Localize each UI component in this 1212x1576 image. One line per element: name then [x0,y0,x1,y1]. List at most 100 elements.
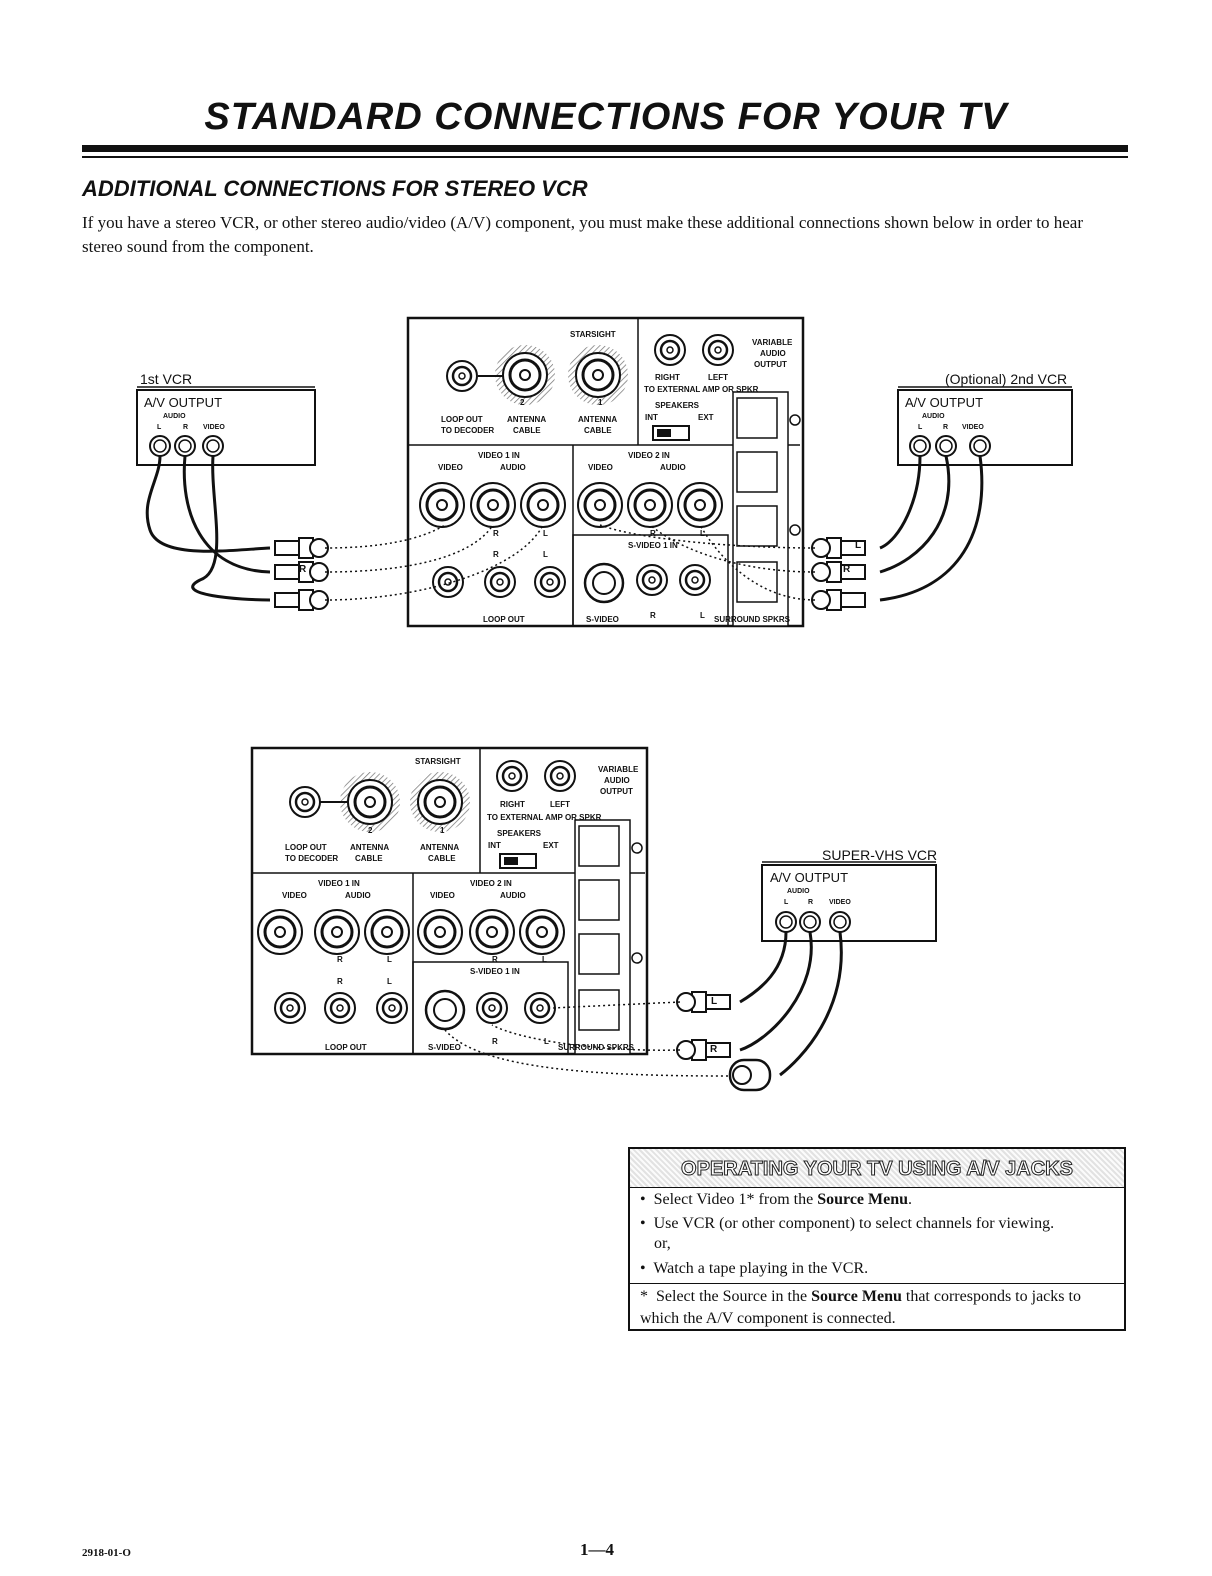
right-label-2: RIGHT [500,800,525,809]
to-decoder-label: TO DECODER [441,426,494,435]
r-label-2: R [650,529,656,538]
cable-label-3: CABLE [355,854,383,863]
video-label-2: VIDEO [588,463,613,472]
vcr1-l: L [157,424,162,431]
svhs-plug-r: R [710,1044,718,1055]
l-label-4: L [387,955,392,964]
svhs-av-output: A/V OUTPUT [770,870,849,885]
vcr2-l: L [918,424,923,431]
vcr2-video: VIDEO [962,424,984,431]
to-decoder-label-2: TO DECODER [285,854,338,863]
item1-bold: Source Menu [817,1191,909,1208]
svhs-vcr-box [761,861,937,942]
cable-label-1: CABLE [584,426,612,435]
r-label-6: R [492,1037,498,1046]
tv-back-panel-1: STARSIGHT VARIABLE AUDIO OUTPUT RIGHT LE… [406,316,805,628]
to-external-label-2: TO EXTERNAL AMP OR SPKR [487,813,602,822]
note-post: that corresponds to jacks to which the A… [640,1288,1081,1327]
plug-r-label-right: R [843,564,851,575]
section-heading: ADDITIONAL CONNECTIONS FOR STEREO VCR [82,176,588,201]
video-label-4: VIDEO [430,891,455,900]
footer-code: 2918-01-O [82,1547,131,1559]
cables-svhs [739,931,843,1077]
svideo1-in-label: S-VIDEO 1 IN [628,541,678,550]
antenna-label-1: ANTENNA [578,415,617,424]
operating-item-1: • Select Video 1* from the Source Menu. [640,1189,912,1211]
operating-box-header: OPERATING YOUR TV USING A/V JACKS [630,1149,1124,1188]
audio-bracket-4: AUDIO [500,891,526,900]
loop-out-label-4: LOOP OUT [325,1043,367,1052]
int-label: INT [645,413,658,422]
left-label: LEFT [708,373,728,382]
bullet: • [640,1215,646,1232]
output-label-2: OUTPUT [600,787,633,796]
loop-out-label: LOOP OUT [441,415,483,424]
number-2b: 2 [368,826,373,835]
r-label-1b: R [493,550,499,559]
antenna-label-4: ANTENNA [420,843,459,852]
starsight-label: STARSIGHT [570,330,616,339]
l-label-5: L [542,955,547,964]
audio-bracket-1: AUDIO [500,463,526,472]
tv-back-panel-2: STARSIGHT VARIABLE AUDIO OUTPUT RIGHT LE… [250,746,649,1056]
vcr2-audio: AUDIO [922,413,945,420]
svideo-label-2: S-VIDEO [428,1043,461,1052]
note-bold: Source Menu [811,1288,902,1305]
vcr1-video: VIDEO [203,424,225,431]
variable-label: VARIABLE [752,338,793,347]
video2-in-label: VIDEO 2 IN [628,451,670,460]
operating-item-2: • Use VCR (or other component) to select… [640,1213,1054,1235]
loop-out-label-3: LOOP OUT [285,843,327,852]
operating-or: or, [654,1235,671,1252]
output-label: OUTPUT [754,360,787,369]
dotted-paths-svhs [444,1001,729,1077]
speakers-label-2: SPEAKERS [497,829,542,838]
r-label-4: R [337,955,343,964]
int-label-2: INT [488,841,501,850]
surround-label: SURROUND SPKRS [714,615,791,624]
svhs-r: R [808,899,814,906]
svhs-video: VIDEO [829,899,851,906]
title-rule [82,145,1128,152]
vcr2-box [897,386,1073,466]
number-1: 1 [598,398,603,407]
cables-vcr2 [879,455,984,602]
r-label-1: R [493,529,499,538]
r-label-5: R [492,955,498,964]
l-label-1: L [543,529,548,538]
svhs-plug-l: L [711,996,718,1007]
variable-label-2: VARIABLE [598,765,639,774]
r-label-3: R [650,611,656,620]
l-label-3: L [700,611,705,620]
diagram-super-vhs: STARSIGHT VARIABLE AUDIO OUTPUT RIGHT LE… [250,746,937,1092]
bullet: • [640,1191,646,1208]
to-external-label: TO EXTERNAL AMP OR SPKR [644,385,759,394]
l-label-6: L [544,1037,549,1046]
audio-bracket-2: AUDIO [660,463,686,472]
cables-vcr1 [145,455,271,602]
audio-bracket-3: AUDIO [345,891,371,900]
loop-out-label-2: LOOP OUT [483,615,525,624]
item1-post: . [908,1191,913,1208]
item1-pre: Select Video 1* from the [653,1191,818,1208]
video2-in-label-2: VIDEO 2 IN [470,879,512,888]
video-label-3: VIDEO [282,891,307,900]
operating-box: OPERATING YOUR TV USING A/V JACKS • Sele… [628,1147,1126,1331]
vcr1-r: R [183,424,189,431]
operating-item-3: • Watch a tape playing in the VCR. [640,1258,868,1280]
operating-note: * Select the Source in the Source Menu t… [640,1286,1110,1330]
page-number: 1—4 [580,1540,614,1559]
operating-divider [630,1283,1124,1284]
video1-in-label-2: VIDEO 1 IN [318,879,360,888]
antenna-label-2: ANTENNA [507,415,546,424]
cable-label-4: CABLE [428,854,456,863]
dotted-paths-right [599,524,816,601]
r-label-4b: R [337,977,343,986]
item3-text: Watch a tape playing in the VCR. [653,1260,869,1277]
starsight-label-2: STARSIGHT [415,757,461,766]
left-label-2: LEFT [550,800,570,809]
item2-text: Use VCR (or other component) to select c… [653,1215,1055,1232]
vcr1-box [136,386,316,466]
video-label-1: VIDEO [438,463,463,472]
cable-label-2: CABLE [513,426,541,435]
